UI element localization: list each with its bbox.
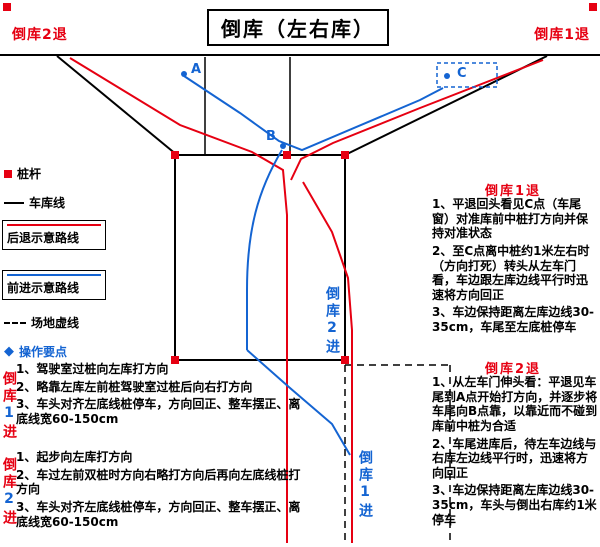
dashed-line-icon <box>4 321 26 324</box>
dashed-garage-lines <box>344 364 451 540</box>
point-label-b: B <box>266 129 276 144</box>
legend-key-points: ◆ 操作要点 <box>4 343 67 360</box>
point-dot-a <box>181 71 187 77</box>
instruction-item: 3、车头对齐左底线桩停车，方向回正、整车摆正、离底线宽60-150cm <box>16 499 301 529</box>
instructions-garage2-reverse: 1、从左车门伸头看：平退见车尾到A点开始打方向，并逐步将车尾向B点靠，以靠近而不… <box>432 375 598 530</box>
instruction-item: 1、平退回头看见C点（车尾窗）对准库前中桩打方向并保持对准状态 <box>432 197 589 241</box>
instructions-garage1-reverse: 1、平退回头看见C点（车尾窗）对准库前中桩打方向并保持对准状态 2、至C点离中桩… <box>432 197 598 338</box>
red-line-icon <box>7 224 101 226</box>
point-dot-c <box>444 73 450 79</box>
top-right-label-garage1-reverse: 倒库1退 <box>534 27 590 43</box>
legend-item-pile: 桩杆 <box>4 165 41 182</box>
legend-item-reverse-route: 后退示意路线 <box>2 220 106 250</box>
pile-markers <box>3 3 597 364</box>
legend-item-field-dashed: 场地虚线 <box>4 314 79 331</box>
point-dot-b <box>280 143 286 149</box>
section-heading-garage1-reverse: 倒库1退 <box>484 184 542 199</box>
course-label-garage1-forward: 倒库1进 <box>357 450 373 520</box>
point-label-a: A <box>191 62 202 77</box>
vertical-label-garage1-forward: 倒库1进 <box>1 371 17 441</box>
solid-line-icon <box>4 201 24 204</box>
point-label-c: C <box>457 66 467 81</box>
instruction-item: 2、车尾进库后，待左车边线与右库左边线平行时，迅速将方向回正 <box>432 436 597 480</box>
page-title: 倒库（左右库） <box>207 9 389 46</box>
legend-label-field-dashed: 场地虚线 <box>31 316 80 330</box>
instruction-item: 1、驾驶室过桩向左库打方向 <box>16 362 169 376</box>
legend-label-pile: 桩杆 <box>17 167 42 181</box>
legend-label-forward-route: 前进示意路线 <box>7 281 80 295</box>
legend-label-reverse-route: 后退示意路线 <box>7 231 80 245</box>
point-c-box <box>436 62 498 88</box>
instruction-item: 1、起步向左库打方向 <box>16 450 133 464</box>
instruction-item: 3、车边保持距离左库边线30-35cm，车尾至左底桩停车 <box>432 305 595 334</box>
garage-rect <box>174 154 346 361</box>
legend-item-forward-route: 前进示意路线 <box>2 270 106 300</box>
legend-label-garage-line: 车库线 <box>29 196 66 210</box>
pile-icon <box>4 169 12 178</box>
diamond-icon: ◆ <box>4 344 14 359</box>
course-label-garage2-forward: 倒库2进 <box>324 286 340 356</box>
top-left-label-garage2-reverse: 倒库2退 <box>12 27 68 43</box>
instruction-item: 3、车头对齐左底线桩停车，方向回正、整车摆正、离底线宽60-150cm <box>16 397 301 426</box>
instruction-item: 1、从左车门伸头看：平退见车尾到A点开始打方向，并逐步将车尾向B点靠，以靠近而不… <box>432 375 598 433</box>
instructions-garage1-forward: 1、驾驶室过桩向左库打方向 2、略靠左库左前桩驾驶室过桩后向右打方向 3、车头对… <box>16 362 301 430</box>
point-dots <box>181 62 498 149</box>
blue-line-icon <box>7 274 101 276</box>
instruction-item: 2、车过左前双桩时方向右略打方向后再向左底线桩打方向 <box>16 467 301 497</box>
section-heading-garage2-reverse: 倒库2退 <box>484 362 542 377</box>
legend-label-key-points: 操作要点 <box>19 345 68 359</box>
forward-route-path <box>183 75 444 456</box>
instruction-item: 3、车边保持距离左库边线30-35cm，车头与倒出右库约1米停车 <box>432 483 597 527</box>
instruction-item: 2、至C点离中桩约1米左右时（方向打死）转头从左车门看，车边跟左库边线平行时迅速… <box>432 243 590 302</box>
instruction-item: 2、略靠左库左前桩驾驶室过桩后向右打方向 <box>16 379 253 394</box>
legend-item-garage-line: 车库线 <box>4 194 65 211</box>
reverse-route-path <box>69 57 544 543</box>
instructions-garage2-forward: 1、起步向左库打方向 2、车过左前双桩时方向右略打方向后再向左底线桩打方向 3、… <box>16 450 301 532</box>
vertical-label-garage2-forward: 倒库2进 <box>1 457 17 527</box>
